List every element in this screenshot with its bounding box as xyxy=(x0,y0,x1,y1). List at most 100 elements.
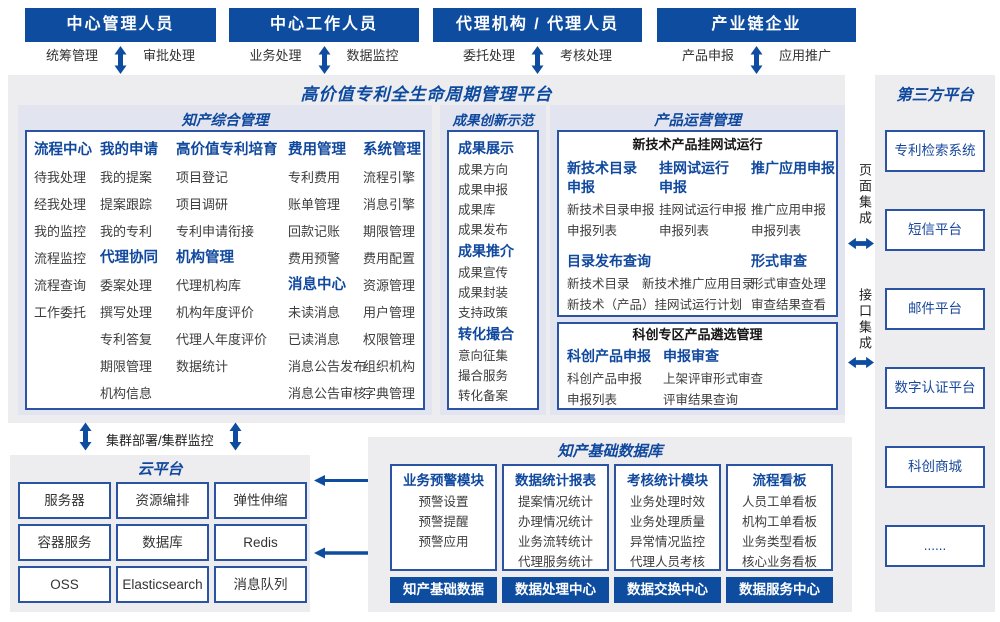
list-item: 业务流转统计 xyxy=(517,535,593,549)
third-party-boxes: 专利检索系统短信平台邮件平台数字认证平台科创商城...... xyxy=(885,130,985,567)
list-item: 科创商城 xyxy=(885,446,985,488)
module-header: 成果推介 xyxy=(458,243,514,259)
module-header: 形式审查 xyxy=(751,253,807,269)
list-item: 组织机构 xyxy=(363,359,416,374)
list-item: 我的提案 xyxy=(100,170,153,185)
module-item-list: 未读消息已读消息消息公告发布消息公告审核 xyxy=(288,299,366,407)
function-label: 应用推广 xyxy=(779,48,832,63)
list-item: 费用配置 xyxy=(363,251,416,266)
module-item-list: 成果方向成果申报成果库成果发布 xyxy=(458,160,514,240)
list-item: 申报列表 xyxy=(659,224,710,238)
module-header: 代理协同 xyxy=(100,250,158,266)
platform-panel: 高价值专利全生命周期管理平台 知产综合管理 流程中心 待我处理经我处理我的监控流… xyxy=(8,75,845,423)
list-item: 成果宣传 xyxy=(458,266,509,280)
list-item: 委案处理 xyxy=(100,278,153,293)
module-item-list: 专利费用账单管理回款记账费用预警 xyxy=(288,164,366,272)
module-item-list: 业务处理时效业务处理质量异常情况监控代理人员考核 xyxy=(616,492,719,572)
list-item: Redis xyxy=(214,524,307,561)
list-item: 业务处理质量 xyxy=(629,515,705,529)
list-item: 期限管理 xyxy=(363,224,416,239)
module-header: 流程看板 xyxy=(752,473,807,488)
user-group-functions: 产品申报 应用推广 xyxy=(657,46,856,74)
zone-title: 第三方平台 xyxy=(896,87,974,104)
section-title: 成果创新示范 xyxy=(452,113,534,128)
module-item-list: 新技术目录申报申报列表 xyxy=(567,200,655,242)
list-item: 代理服务统计 xyxy=(517,555,593,569)
list-item: OSS xyxy=(18,566,111,603)
list-item: 意向征集 xyxy=(458,349,509,363)
section-achievement: 成果创新示范 成果展示 成果方向成果申报成果库成果发布 成果推介 成果宣传成果封… xyxy=(440,105,546,415)
column-promotion-application: 推广应用申报 推广应用申报申报列表 xyxy=(751,159,841,242)
module-assessment-statistics: 考核统计模块 业务处理时效业务处理质量异常情况监控代理人员考核 xyxy=(614,464,721,571)
list-item: 办理情况统计 xyxy=(517,515,593,529)
user-group-bar-agencies: 代理机构 / 代理人员 xyxy=(433,8,642,42)
list-item: 业务处理时效 xyxy=(629,495,705,509)
list-item: 成果封装 xyxy=(458,286,509,300)
module-header: 机构管理 xyxy=(176,250,234,266)
list-item: 已读消息 xyxy=(288,332,341,347)
platform-title: 高价值专利全生命周期管理平台 xyxy=(300,85,553,104)
module-header: 费用管理 xyxy=(288,142,346,158)
list-item: 工作委托 xyxy=(34,305,87,320)
list-item: 成果申报 xyxy=(458,183,509,197)
list-item: 核心业务看板 xyxy=(741,555,817,569)
column-fee-management: 费用管理 专利费用账单管理回款记账费用预警 消息中心 未读消息已读消息消息公告发… xyxy=(288,137,366,407)
module-header: 新技术目录申报 xyxy=(567,160,637,195)
list-item: 新技术（产品）挂网试运行计划 xyxy=(567,298,743,312)
list-item: 机构年度评价 xyxy=(176,305,255,320)
horizontal-double-arrow-icon xyxy=(848,356,874,374)
section-product-ops: 产品运营管理 新技术产品挂网试运行 新技术目录申报 新技术目录申报申报列表 挂网… xyxy=(550,105,845,415)
list-item: 提案跟踪 xyxy=(100,197,153,212)
list-item: 我的监控 xyxy=(34,224,87,239)
module-item-list: 推广应用申报申报列表 xyxy=(751,200,841,242)
module-header: 转化撮合 xyxy=(458,326,514,342)
list-item: 消息公告发布 xyxy=(288,359,367,374)
ip-database-zone: 知产基础数据库 业务预警模块 预警设置预警提醒预警应用 数据统计报表 提案情况统… xyxy=(368,437,852,612)
module-header: 挂网试运行申报 xyxy=(659,160,729,195)
list-item: 用户管理 xyxy=(363,305,416,320)
module-header: 流程中心 xyxy=(34,142,92,158)
column-patent-cultivation: 高价值专利培育 项目登记项目调研专利申请衔接 机构管理 代理机构库机构年度评价代… xyxy=(176,137,278,380)
list-item: 短信平台 xyxy=(885,209,985,251)
module-item-list: 提案情况统计办理情况统计业务流转统计代理服务统计 xyxy=(504,492,607,572)
function-label: 统筹管理 xyxy=(45,48,98,63)
list-item: 评审结果查询 xyxy=(663,393,739,407)
box-title: 新技术产品挂网试运行 xyxy=(632,137,763,152)
module-item-list: 委案处理撰写处理专利答复期限管理机构信息 xyxy=(100,272,158,407)
section-title: 产品运营管理 xyxy=(654,113,741,129)
module-item-list: 成果宣传成果封装支持政策 xyxy=(458,263,514,323)
list-item: 新技术目录 新技术推广应用目录 xyxy=(567,277,755,291)
vertical-double-arrow-icon xyxy=(229,421,242,452)
module-item-list: 上架评审形式审查评审结果查询 xyxy=(663,369,793,411)
list-item: 知产基础数据 xyxy=(390,577,497,603)
list-item: 推广应用申报 xyxy=(751,203,827,217)
list-item: 数据服务中心 xyxy=(726,577,833,603)
vertical-double-arrow-icon xyxy=(114,46,127,74)
function-label: 委托处理 xyxy=(462,48,515,63)
module-header: 消息中心 xyxy=(288,277,346,293)
list-item: 科创产品申报 xyxy=(567,372,643,386)
list-item: 形式审查处理 xyxy=(751,277,827,291)
list-item: 提案情况统计 xyxy=(517,495,593,509)
list-item: 申报列表 xyxy=(751,224,802,238)
list-item: 数据库 xyxy=(116,524,209,561)
list-item: 成果方向 xyxy=(458,163,509,177)
column-declaration-review: 申报审查 上架评审形式审查评审结果查询 xyxy=(663,347,793,411)
list-item: 专利检索系统 xyxy=(885,130,985,172)
function-label: 审批处理 xyxy=(143,48,196,63)
list-item: 撰写处理 xyxy=(100,305,153,320)
module-item-list: 项目登记项目调研专利申请衔接 xyxy=(176,164,278,245)
module-header: 目录发布查询 xyxy=(567,253,651,269)
column-process-center: 流程中心 待我处理经我处理我的监控流程监控流程查询工作委托 xyxy=(34,137,92,326)
function-label: 产品申报 xyxy=(681,48,734,63)
list-item: 撮合服务 xyxy=(458,369,509,383)
module-process-kanban: 流程看板 人员工单看板机构工单看板业务类型看板核心业务看板 xyxy=(726,464,833,571)
module-header: 成果展示 xyxy=(458,140,514,156)
list-item: 我的专利 xyxy=(100,224,153,239)
list-item: 邮件平台 xyxy=(885,288,985,330)
list-item: 机构工单看板 xyxy=(741,515,817,529)
list-item: 弹性伸缩 xyxy=(214,482,307,519)
column-system-management: 系统管理 流程引擎消息引擎期限管理费用配置资源管理用户管理权限管理组织机构字典管… xyxy=(363,137,421,407)
list-item: 机构信息 xyxy=(100,386,153,401)
